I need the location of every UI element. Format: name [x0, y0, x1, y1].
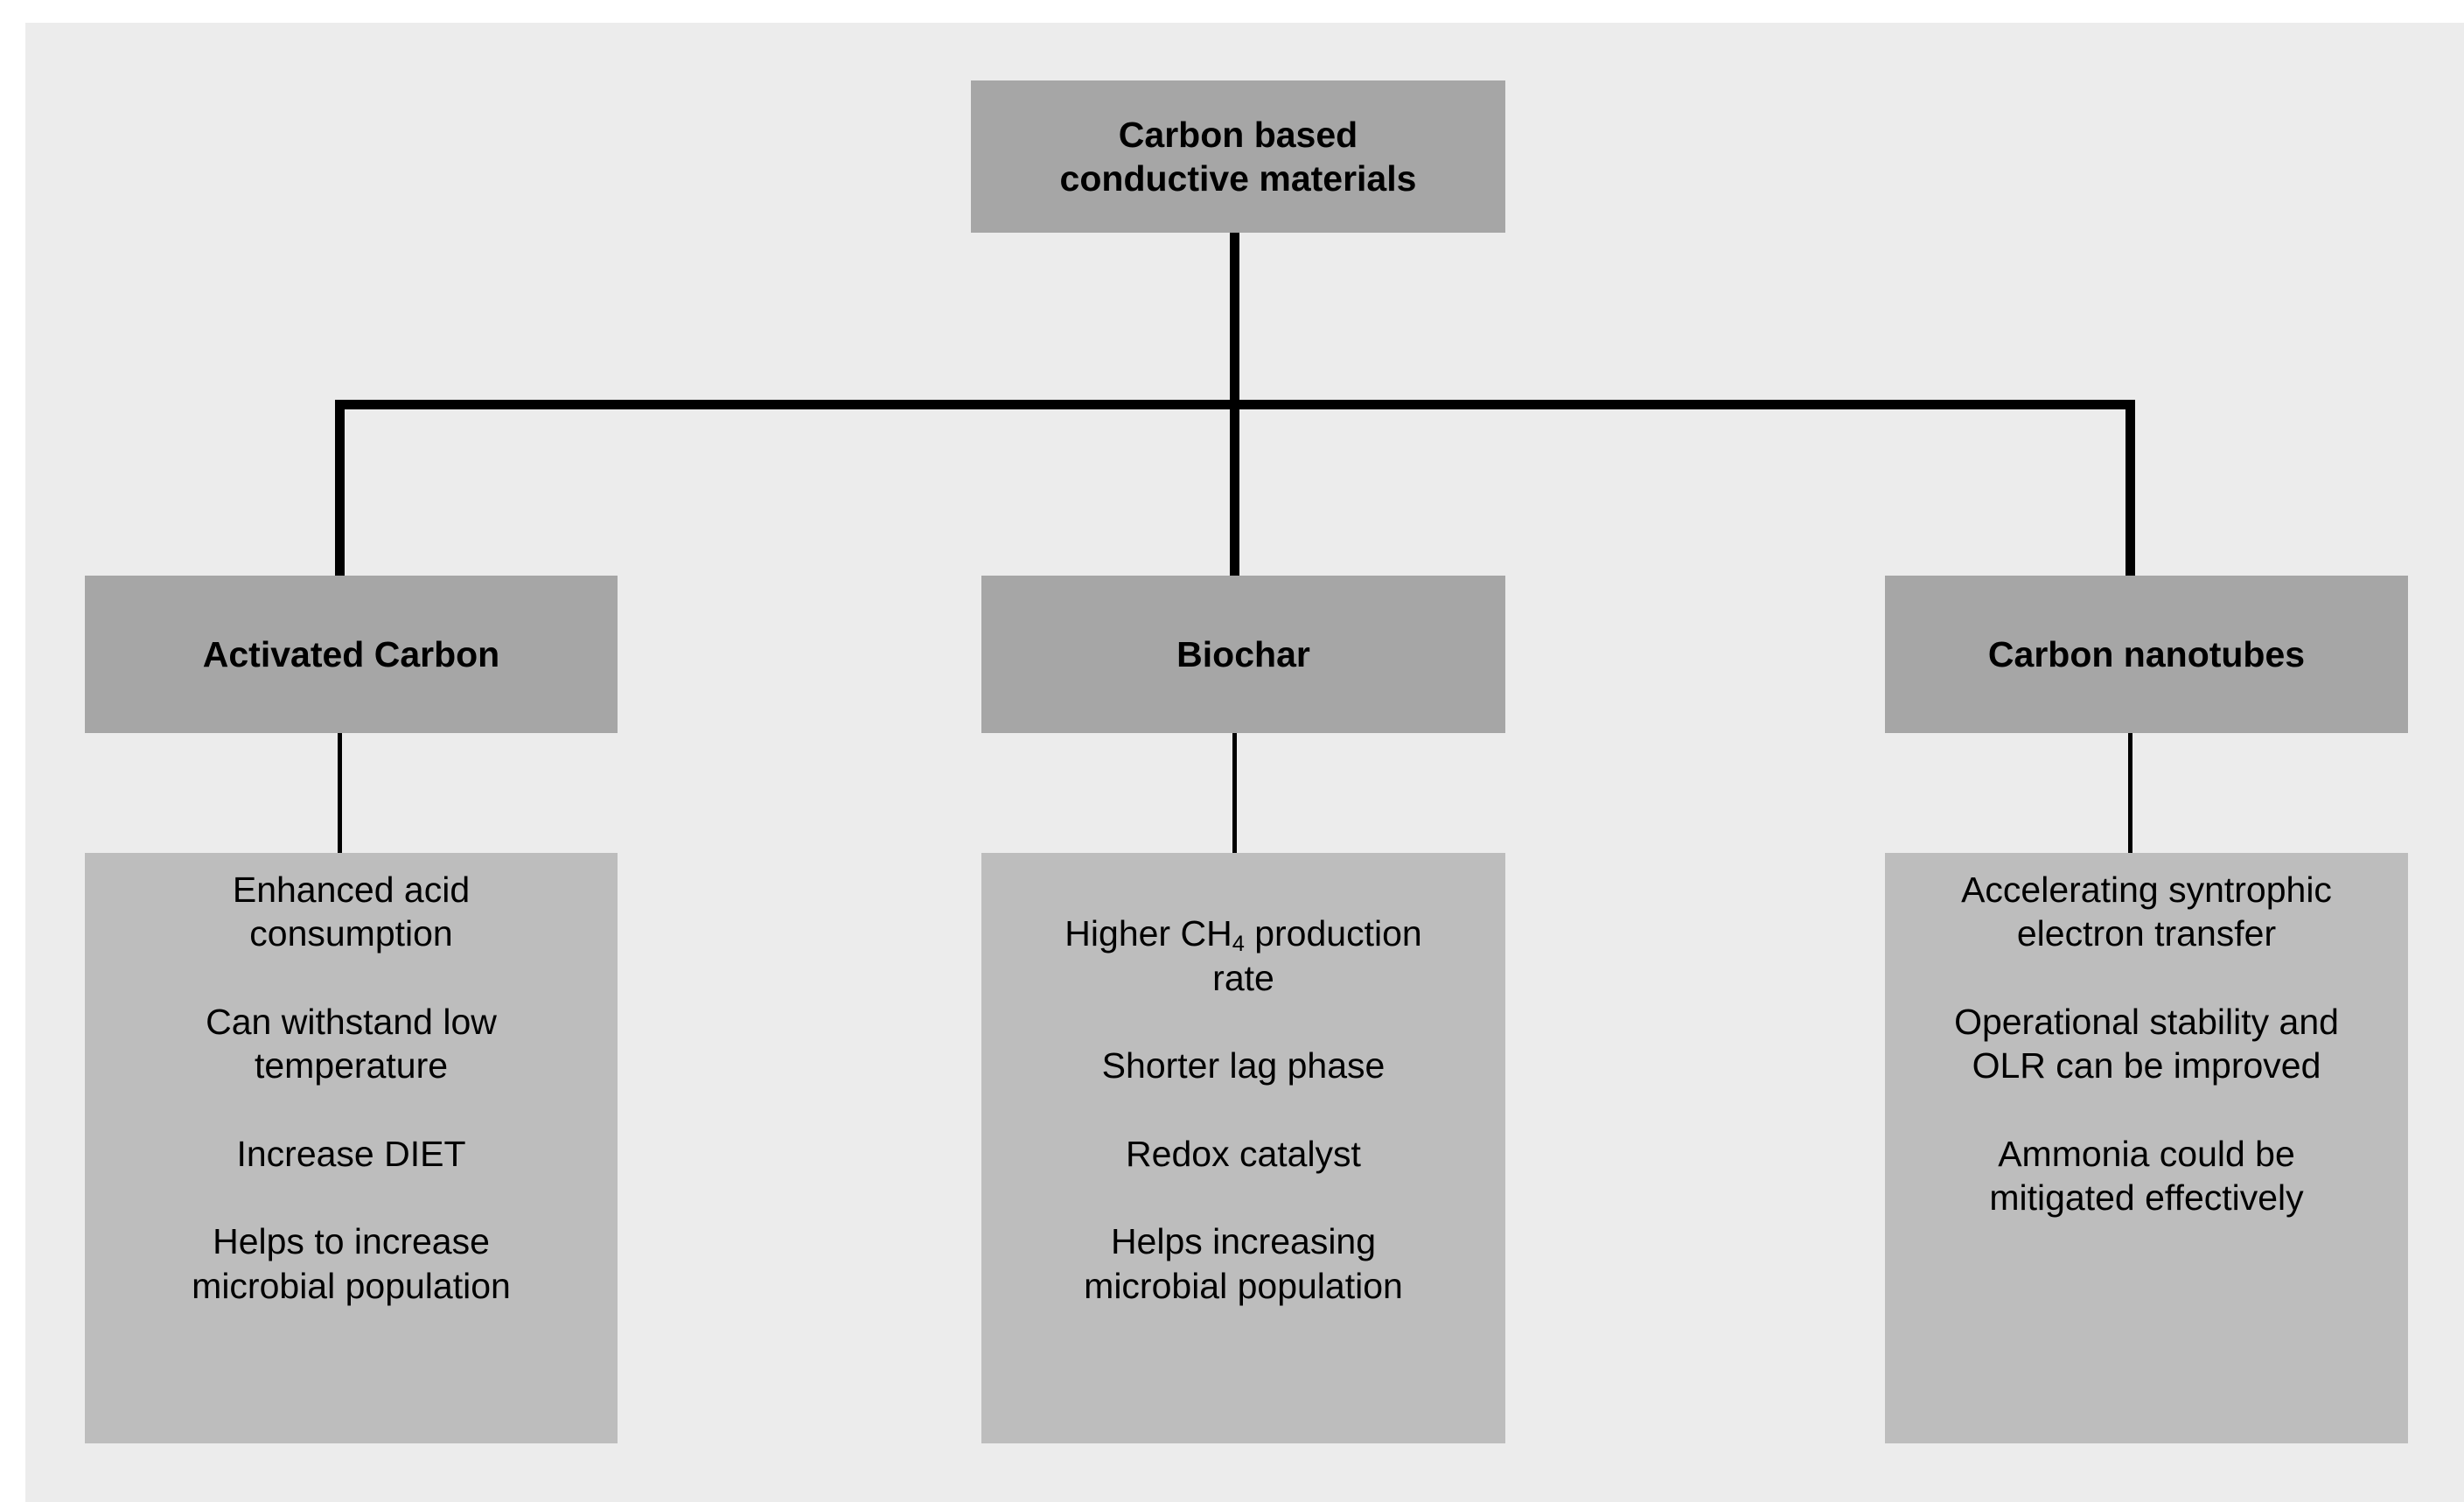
node-label: Carbon nanotubes: [1987, 633, 2306, 674]
node-carbon-nanotubes[interactable]: Carbon nanotubes: [1885, 576, 2408, 733]
connector-bus-to-carbon-nanotubes: [2125, 400, 2135, 576]
detail-text-before: Higher CH: [1064, 913, 1232, 954]
connector-bus-to-biochar: [1230, 400, 1239, 576]
connector-carbon-nanotubes-to-details: [2128, 733, 2132, 853]
subscript-4: 4: [1232, 932, 1245, 956]
node-label: Activated Carbon: [202, 633, 500, 674]
detail-item: Redox catalyst: [1126, 1133, 1361, 1174]
connector-biochar-to-details: [1232, 733, 1237, 853]
detail-text-after: production rate: [1212, 913, 1422, 998]
detail-item-with-subscript: Higher CH4 production rate: [981, 868, 1505, 1000]
detail-item: Enhanced acid consumption: [232, 870, 471, 954]
node-carbon-based-conductive-materials[interactable]: Carbon based conductive materials: [971, 80, 1505, 233]
details-carbon-nanotubes: Accelerating syntrophic electron transfe…: [1885, 853, 2408, 1443]
connector-activated-carbon-to-details: [338, 733, 342, 853]
detail-item: Ammonia could be mitigated effectively: [1989, 1133, 2304, 1219]
detail-item: Shorter lag phase: [1101, 1045, 1386, 1086]
detail-item: Operational stability and OLR can be imp…: [1954, 1001, 2339, 1086]
node-activated-carbon[interactable]: Activated Carbon: [85, 576, 618, 733]
detail-item: Increase DIET: [236, 1133, 466, 1174]
detail-item: Can withstand low temperature: [206, 1001, 497, 1086]
connector-root-stem: [1230, 233, 1239, 409]
detail-item: Helps to increase microbial population: [192, 1221, 511, 1306]
details-biochar: Higher CH4 production rate Shorter lag p…: [981, 853, 1505, 1443]
details-activated-carbon: Enhanced acid consumption Can withstand …: [85, 853, 618, 1443]
connector-bus-to-activated-carbon: [335, 400, 345, 576]
node-label: Carbon based conductive materials: [1059, 114, 1417, 199]
node-label: Biochar: [1176, 633, 1310, 674]
flowchart-figure: Carbon based conductive materials Activa…: [25, 23, 2464, 1502]
node-biochar[interactable]: Biochar: [981, 576, 1505, 733]
detail-item: Helps increasing microbial population: [1084, 1221, 1403, 1306]
detail-item: Accelerating syntrophic electron transfe…: [1961, 870, 2332, 954]
